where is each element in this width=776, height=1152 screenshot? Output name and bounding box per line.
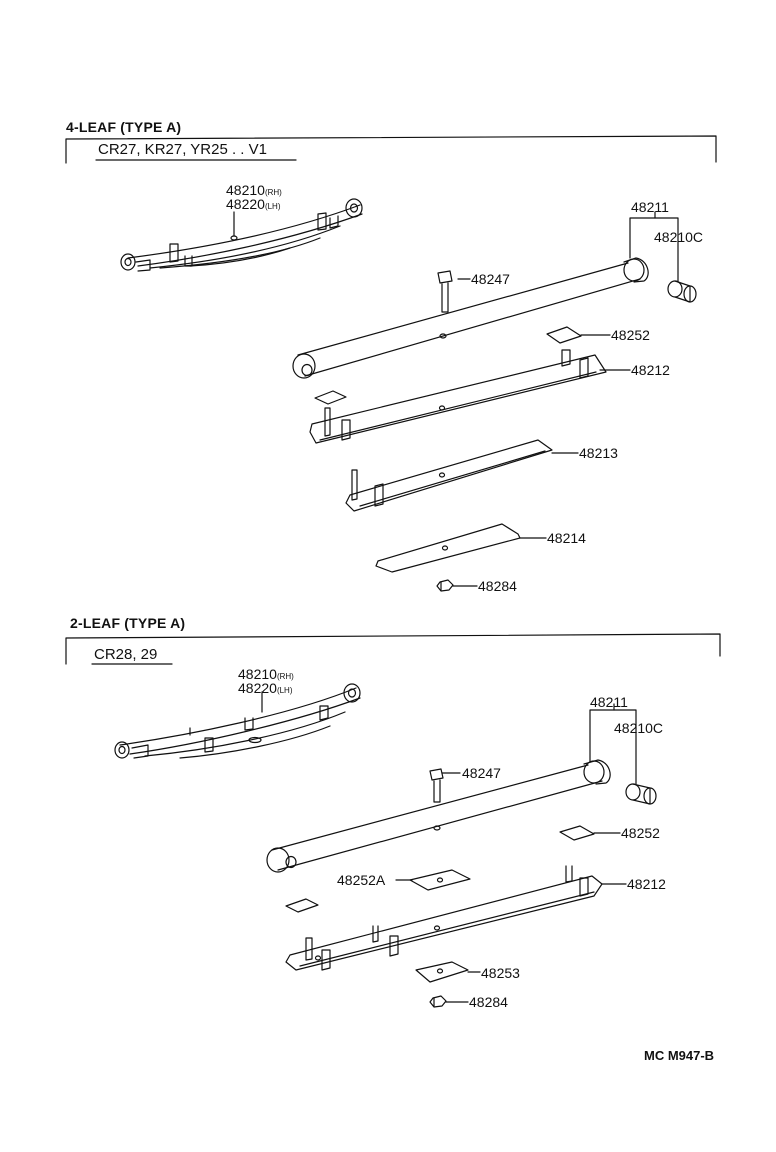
nut-4leaf bbox=[436, 579, 454, 592]
center-bolt-2leaf bbox=[429, 768, 444, 803]
part-label-assy-rh-2: 48210(RH) bbox=[238, 666, 294, 682]
part-label-spacer: 48253 bbox=[481, 965, 520, 981]
leaf-4-4leaf bbox=[375, 523, 521, 573]
section-title-4leaf: 4-LEAF (TYPE A) bbox=[66, 119, 182, 135]
applicable-models-4leaf: CR27, KR27, YR25 . . V1 bbox=[98, 141, 267, 158]
insert-2leaf bbox=[559, 825, 595, 841]
part-label-center-bolt: 48247 bbox=[471, 271, 510, 287]
part-label-center-bolt-2: 48247 bbox=[462, 765, 501, 781]
leaf-3-4leaf bbox=[345, 439, 553, 512]
part-label-bushing: 48210C bbox=[654, 229, 704, 245]
main-leaf-4leaf bbox=[292, 257, 649, 379]
small-pad-2leaf bbox=[285, 898, 319, 913]
part-label-nut-2: 48284 bbox=[469, 994, 508, 1010]
part-label-leaf-3: 48213 bbox=[579, 445, 618, 461]
center-bolt-4leaf bbox=[437, 270, 453, 313]
leaf-2-4leaf bbox=[309, 349, 607, 444]
spacer-2leaf bbox=[415, 961, 469, 983]
part-label-main-leaf: 48211 bbox=[631, 199, 669, 215]
part-label-nut: 48284 bbox=[478, 578, 517, 594]
bushing-2leaf bbox=[625, 783, 657, 805]
spring-assembly-4leaf bbox=[120, 198, 363, 272]
diagram-code: MC M947-B bbox=[644, 1048, 715, 1063]
insert-4leaf bbox=[546, 326, 582, 344]
leaf-2-2leaf bbox=[285, 865, 603, 971]
spring-assembly-2leaf bbox=[114, 683, 361, 759]
part-label-insert-2: 48252 bbox=[621, 825, 660, 841]
nut-2leaf bbox=[429, 995, 447, 1008]
part-label-bushing-2: 48210C bbox=[614, 720, 664, 736]
part-label-assy-rh: 48210(RH) bbox=[226, 182, 282, 198]
part-label-assy-lh: 48220(LH) bbox=[226, 196, 281, 212]
part-label-main-leaf-2: 48211 bbox=[590, 694, 628, 710]
part-label-insert: 48252 bbox=[611, 327, 650, 343]
bushing-4leaf bbox=[667, 280, 697, 303]
insert-a-2leaf bbox=[409, 869, 471, 891]
section-2leaf-frame bbox=[65, 633, 721, 665]
applicable-models-2leaf: CR28, 29 bbox=[94, 646, 158, 663]
part-label-insert-a: 48252A bbox=[337, 872, 386, 888]
part-label-leaf-2: 48212 bbox=[631, 362, 670, 378]
section-4leaf-frame bbox=[65, 135, 717, 164]
section-title-2leaf: 2-LEAF (TYPE A) bbox=[70, 615, 186, 631]
part-label-leaf-2-2: 48212 bbox=[627, 876, 666, 892]
part-label-leaf-4: 48214 bbox=[547, 530, 586, 546]
main-leaf-2leaf bbox=[266, 759, 611, 873]
part-label-assy-lh-2: 48220(LH) bbox=[238, 680, 293, 696]
small-pad-4leaf bbox=[314, 390, 347, 405]
